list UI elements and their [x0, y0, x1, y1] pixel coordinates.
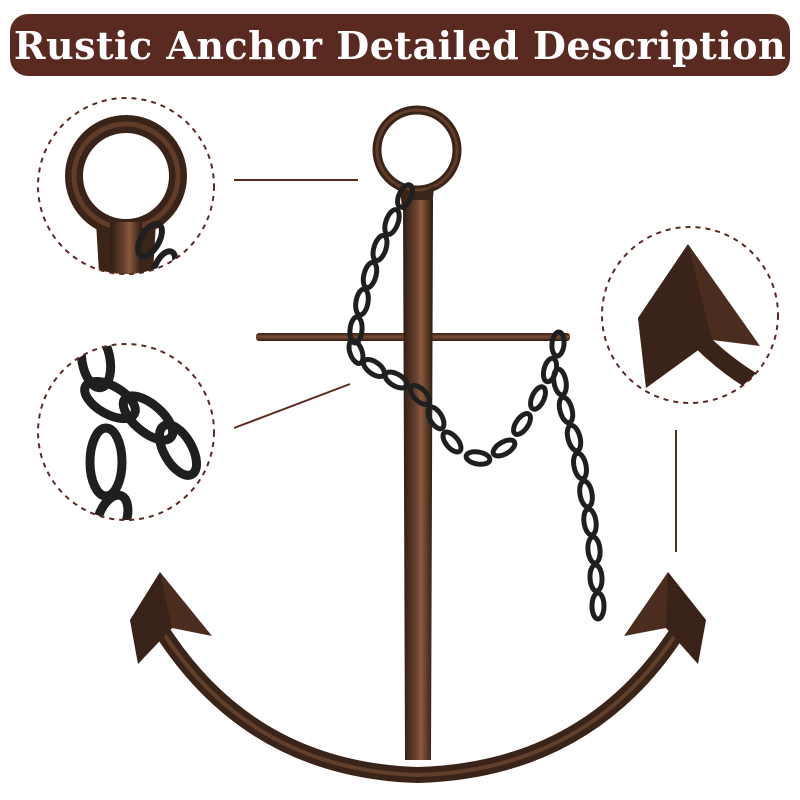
chain-links-icon: [38, 344, 214, 520]
chain-detail-dashed-frame: [37, 343, 215, 521]
ring-detail-dashed-frame: [37, 97, 215, 275]
anchor-main: [130, 105, 706, 784]
banner-title: Rustic Anchor Detailed Description: [13, 22, 787, 68]
fluke-detail-dashed-frame: [601, 226, 779, 404]
callout-lines: [233, 179, 677, 552]
ring-detail-callout: [37, 97, 215, 275]
anchor-chain: [346, 182, 607, 622]
chain-callout-line: [233, 383, 351, 429]
fluke-detail-callout: [601, 226, 779, 404]
chain-detail-callout: [37, 343, 215, 521]
anchor-ring-icon: [38, 98, 214, 274]
anchor-fluke-icon: [602, 227, 778, 403]
anchor-shank: [403, 200, 433, 760]
title-banner: Rustic Anchor Detailed Description: [10, 14, 790, 76]
